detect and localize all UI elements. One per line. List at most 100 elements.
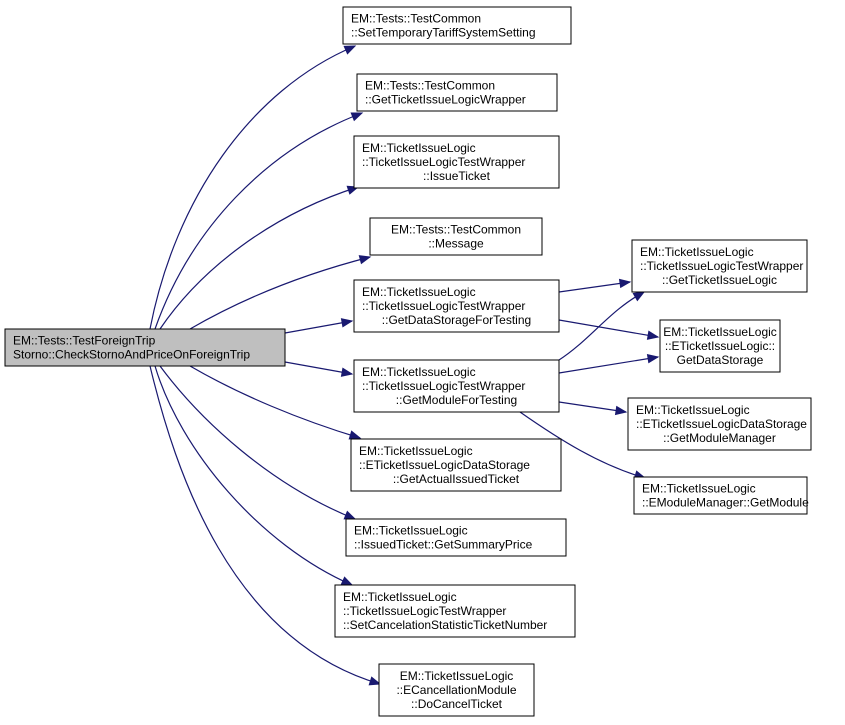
node-n9[interactable]: EM::TicketIssueLogic::TicketIssueLogicTe… [334,584,576,638]
arrowhead [368,676,382,686]
node-n13[interactable]: EM::TicketIssueLogic::ETicketIssueLogicD… [627,397,812,451]
node-box[interactable] [342,6,572,45]
node-label-line: ::ECancellationModule [396,683,516,697]
edge-line [159,365,356,520]
node-label-line: EM::Tests::TestCommon [365,79,495,93]
node-box[interactable] [345,518,567,557]
edge-line [519,411,646,479]
arrowhead [340,367,354,377]
node-label-line: ::GetDataStorageForTesting [382,313,531,327]
edge-root-n9 [154,365,354,586]
node-n8[interactable]: EM::TicketIssueLogic::IssuedTicket::GetS… [345,518,567,557]
node-n5[interactable]: EM::TicketIssueLogic::TicketIssueLogicTe… [353,279,560,333]
edge-line [284,320,353,334]
edge-line [558,291,645,361]
node-box[interactable] [334,584,576,638]
node-n10[interactable]: EM::TicketIssueLogic::ECancellationModul… [378,663,535,717]
edge-line [149,365,381,685]
node-label-line: ::Message [428,237,484,251]
node-box[interactable] [369,217,543,256]
node-n6[interactable]: EM::TicketIssueLogic::TicketIssueLogicTe… [353,359,560,413]
node-box[interactable] [353,279,560,333]
edge-root-n6 [284,361,354,377]
node-label-line: EM::Tests::TestForeignTrip [13,334,156,348]
arrowhead [614,405,628,416]
node-label-line: EM::TicketIssueLogic [636,403,750,417]
node-label-line: ::GetActualIssuedTicket [393,472,520,486]
arrowhead [646,330,660,340]
arrowhead [340,576,354,586]
node-label-line: EM::TicketIssueLogic [359,444,473,458]
node-label-line: EM::TicketIssueLogic [343,590,457,604]
node-label-line: ::TicketIssueLogicTestWrapper [362,299,525,313]
edge-n6-n12 [558,353,660,374]
edge-n5-n11 [558,278,632,293]
edge-line [558,281,631,293]
node-label-line: EM::TicketIssueLogic [362,141,476,155]
arrowhead [646,353,660,364]
root-node[interactable]: EM::Tests::TestForeignTripStorno::CheckS… [4,328,286,367]
node-label-line: ::SetCancelationStatisticTicketNumber [343,618,547,632]
node-n4[interactable]: EM::Tests::TestCommon::Message [369,217,543,256]
node-box[interactable] [356,73,558,112]
node-label-line: EM::TicketIssueLogic [362,285,476,299]
edge-line [558,319,659,338]
node-label-line: EM::TicketIssueLogic [642,482,756,496]
arrowhead [358,255,372,265]
edge-root-n5 [284,318,354,334]
node-label-line: ::EModuleManager::GetModule [642,496,809,510]
node-label-line: EM::TicketIssueLogic [663,325,777,339]
node-label-line: ::GetModuleManager [663,431,776,445]
node-label-line: ::ETicketIssueLogicDataStorage [636,417,807,431]
node-box[interactable] [659,319,781,373]
arrowhead [632,291,646,302]
node-n14[interactable]: EM::TicketIssueLogic::EModuleManager::Ge… [633,476,809,515]
arrowhead [340,318,354,328]
arrowhead [350,112,364,122]
node-n11[interactable]: EM::TicketIssueLogic::TicketIssueLogicTe… [631,239,808,293]
edge-n5-n12 [558,319,660,340]
node-box[interactable] [631,239,808,293]
edge-root-n1 [149,45,357,330]
node-label-line: ::TicketIssueLogicTestWrapper [343,604,506,618]
edge-line [154,112,363,330]
node-label-line: ::IssueTicket [423,169,491,183]
node-n3[interactable]: EM::TicketIssueLogic::TicketIssueLogicTe… [353,135,560,189]
node-label-line: ::TicketIssueLogicTestWrapper [640,259,803,273]
node-label-line: EM::Tests::TestCommon [391,223,521,237]
node-box[interactable] [353,135,560,189]
node-n7[interactable]: EM::TicketIssueLogic::ETicketIssueLogicD… [350,438,562,492]
node-label-line: ::DoCancelTicket [411,697,503,711]
arrowhead [618,278,632,289]
edge-line [189,256,371,330]
edge-root-n3 [159,185,360,330]
node-label-line: Storno::CheckStornoAndPriceOnForeignTrip [13,348,250,362]
edge-line [558,401,627,413]
node-box[interactable] [353,359,560,413]
edge-line [189,365,361,439]
arrowhead [348,430,362,440]
node-n12[interactable]: EM::TicketIssueLogic::ETicketIssueLogic:… [659,319,781,373]
node-label-line: EM::TicketIssueLogic [400,669,514,683]
edge-line [558,356,659,374]
node-label-line: ::GetTicketIssueLogic [662,273,777,287]
edge-n6-n11 [558,291,646,361]
edge-root-n7 [189,365,362,440]
node-box[interactable] [350,438,562,492]
node-label-line: ::TicketIssueLogicTestWrapper [362,379,525,393]
node-box[interactable] [627,397,812,451]
node-box[interactable] [378,663,535,717]
arrowhead [343,510,357,520]
edge-root-n2 [154,112,364,330]
node-box[interactable] [633,476,808,515]
node-n1[interactable]: EM::Tests::TestCommon::SetTemporaryTarif… [342,6,572,45]
node-box[interactable] [4,328,286,367]
node-n2[interactable]: EM::Tests::TestCommon::GetTicketIssueLog… [356,73,558,112]
arrowhead [343,45,357,55]
node-label-line: EM::TicketIssueLogic [640,245,754,259]
node-label-line: ::TicketIssueLogicTestWrapper [362,155,525,169]
edge-n6-n13 [558,401,628,416]
edge-line [149,45,356,330]
node-label-line: GetDataStorage [677,353,764,367]
